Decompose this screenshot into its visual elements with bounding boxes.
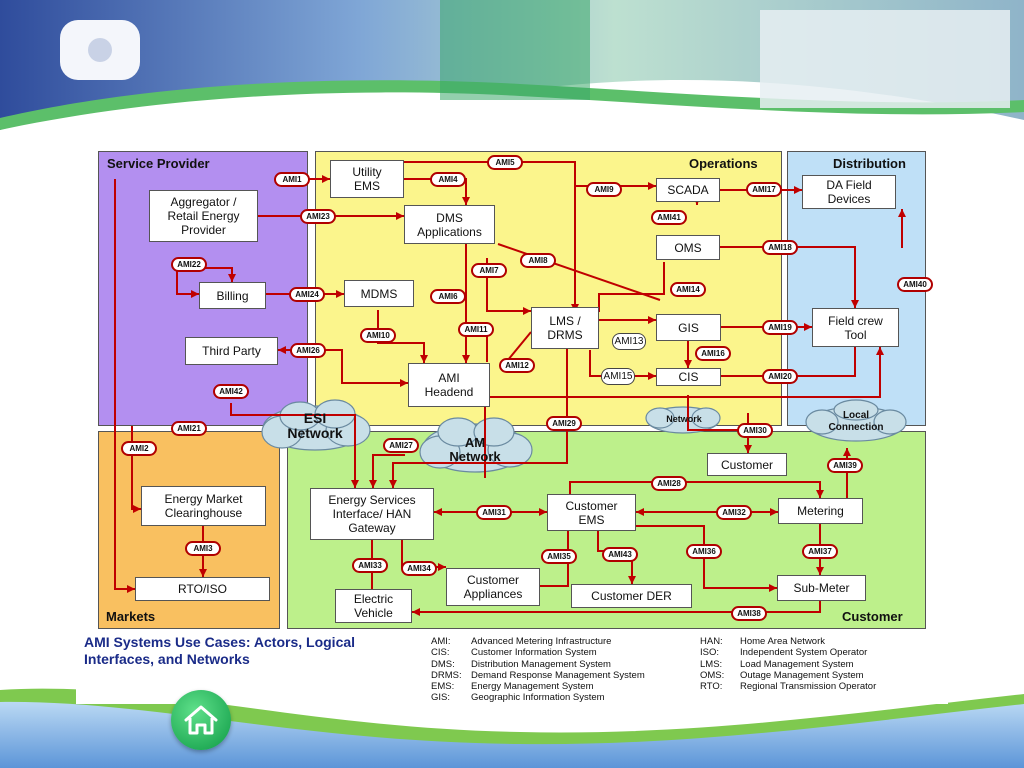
home-button[interactable] [171, 690, 231, 750]
network-label-network: Network [666, 414, 702, 424]
node-customer: Customer [707, 453, 787, 476]
node-da-field: DA Field Devices [802, 175, 896, 209]
cloud-network [645, 406, 721, 434]
interface-ami30: AMI30 [737, 423, 773, 438]
interface-ami31: AMI31 [476, 505, 512, 520]
zone-label-operations: Operations [689, 156, 758, 171]
legend-row: DMS:Distribution Management System [431, 658, 611, 670]
legend-left: AMI:Advanced Metering Infrastructure CIS… [431, 636, 645, 704]
interface-ami33: AMI33 [352, 558, 388, 573]
node-cis: CIS [656, 368, 721, 386]
node-customer-der: Customer DER [571, 584, 692, 608]
network-label-local: Local Connection [828, 410, 884, 433]
interface-ami20: AMI20 [762, 369, 798, 384]
interface-ami16: AMI16 [695, 346, 731, 361]
network-label-esi: ESI Network [287, 410, 343, 441]
interface-ami9: AMI9 [586, 182, 622, 197]
node-ami-headend: AMI Headend [408, 363, 490, 407]
legend-row: AMI:Advanced Metering Infrastructure [431, 636, 612, 647]
interface-ami40: AMI40 [897, 277, 933, 292]
zone-label-customer: Customer [842, 609, 903, 624]
node-rto-iso: RTO/ISO [135, 577, 270, 601]
cloud-local-connection [805, 399, 907, 442]
interface-ami5: AMI5 [487, 155, 523, 170]
legend-row: RTO:Regional Transmission Operator [700, 681, 877, 693]
node-billing: Billing [199, 282, 266, 309]
zone-label-distribution: Distribution [833, 156, 906, 171]
interface-ami26: AMI26 [290, 343, 326, 358]
node-mdms: MDMS [344, 280, 414, 307]
interface-ami18: AMI18 [762, 240, 798, 255]
interface-ami36: AMI36 [686, 544, 722, 559]
node-esi: Energy Services Interface/ HAN Gateway [310, 488, 434, 540]
legend-row: OMS:Outage Management System [700, 669, 864, 681]
interface-ami35: AMI35 [541, 549, 577, 564]
interface-ami42: AMI42 [213, 384, 249, 399]
interface-ami38: AMI38 [731, 606, 767, 621]
interface-ami15: AMI15 [601, 368, 635, 385]
interface-ami11: AMI11 [458, 322, 494, 337]
interface-ami29: AMI29 [546, 416, 582, 431]
node-utility-ems: Utility EMS [330, 160, 404, 198]
node-oms: OMS [656, 235, 720, 260]
node-energy-market: Energy Market Clearinghouse [141, 486, 266, 526]
interface-ami21: AMI21 [171, 421, 207, 436]
interface-ami14: AMI14 [670, 282, 706, 297]
legend-row: ISO:Independent System Operator [700, 647, 868, 659]
interface-ami23: AMI23 [300, 209, 336, 224]
cloud-am-network [419, 417, 533, 473]
legend-row: LMS:Load Management System [700, 658, 854, 670]
interface-ami6: AMI6 [430, 289, 466, 304]
network-label-am: AM Network [449, 435, 501, 464]
interface-ami10: AMI10 [360, 328, 396, 343]
node-aggregator: Aggregator / Retail Energy Provider [149, 190, 258, 242]
interface-ami43: AMI43 [602, 547, 638, 562]
node-dms: DMS Applications [404, 205, 495, 244]
node-lms: LMS / DRMS [531, 307, 599, 349]
node-sub-meter: Sub-Meter [777, 575, 866, 601]
node-gis: GIS [656, 314, 721, 341]
legend-row: EMS:Energy Management System [431, 681, 594, 693]
node-electric-vehicle: Electric Vehicle [335, 589, 412, 623]
legend-row: HAN:Home Area Network [700, 636, 826, 647]
zone-label-service-provider: Service Provider [107, 156, 210, 171]
node-customer-ems: Customer EMS [547, 494, 636, 531]
interface-ami3: AMI3 [185, 541, 221, 556]
node-metering: Metering [778, 498, 863, 524]
home-icon [184, 705, 218, 735]
interface-ami37: AMI37 [802, 544, 838, 559]
interface-ami34: AMI34 [401, 561, 437, 576]
interface-ami12: AMI12 [499, 358, 535, 373]
interface-ami17: AMI17 [746, 182, 782, 197]
node-third-party: Third Party [185, 337, 278, 365]
interface-ami19: AMI19 [762, 320, 798, 335]
interface-ami7: AMI7 [471, 263, 507, 278]
interface-ami41: AMI41 [651, 210, 687, 225]
interface-ami8: AMI8 [520, 253, 556, 268]
interface-ami27: AMI27 [383, 438, 419, 453]
interface-ami28: AMI28 [651, 476, 687, 491]
zone-label-markets: Markets [106, 609, 156, 624]
interface-ami2: AMI2 [121, 441, 157, 456]
node-field-crew: Field crew Tool [812, 308, 899, 347]
interface-ami32: AMI32 [716, 505, 752, 520]
interface-ami4: AMI4 [430, 172, 466, 187]
diagram-caption: AMI Systems Use Cases: Actors, Logical I… [84, 634, 356, 667]
interface-ami13: AMI13 [612, 333, 646, 350]
node-scada: SCADA [656, 178, 720, 202]
interface-ami39: AMI39 [827, 458, 863, 473]
node-customer-appliances: Customer Appliances [446, 568, 540, 606]
legend-row: DRMS:Demand Response Management System [431, 669, 645, 681]
legend-right: HAN:Home Area Network ISO:Independent Sy… [700, 636, 876, 692]
legend-row: CIS:Customer Information System [431, 647, 597, 659]
interface-ami22: AMI22 [171, 257, 207, 272]
interface-ami1: AMI1 [274, 172, 310, 187]
interface-ami24: AMI24 [289, 287, 325, 302]
legend-row: GIS:Geographic Information System [431, 692, 605, 704]
